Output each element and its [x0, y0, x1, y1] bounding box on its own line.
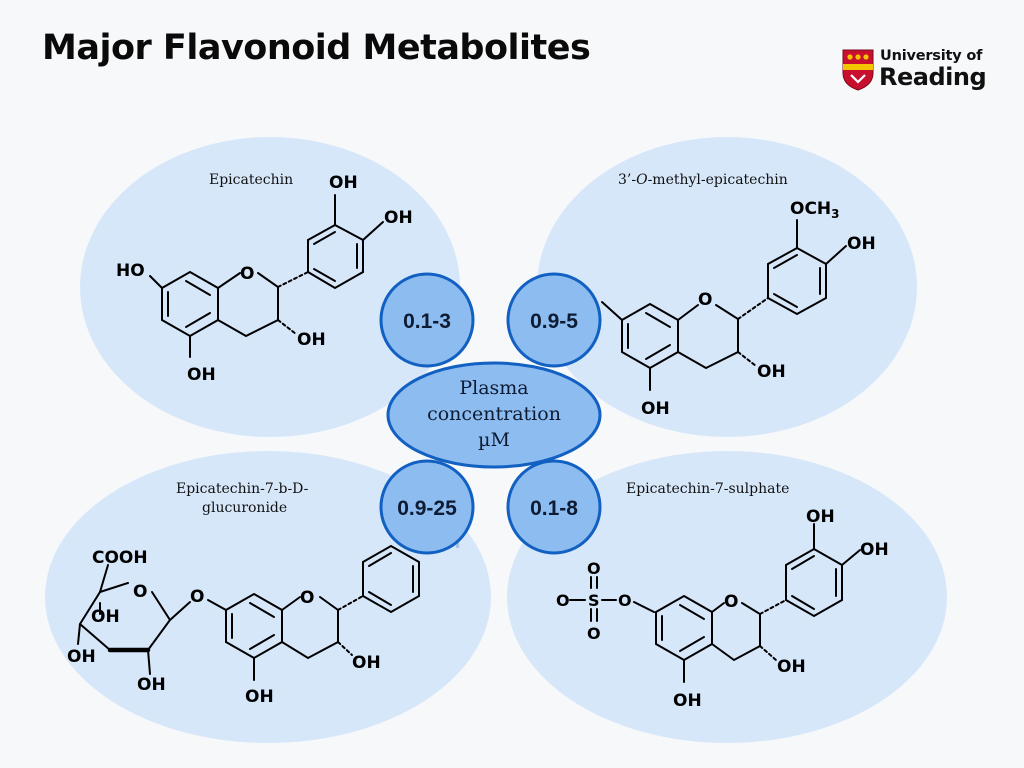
logo-text-line1: University of [880, 48, 983, 64]
blob-glucuronide [45, 451, 491, 743]
atom-o-link: O [190, 587, 204, 607]
molecule-epicatechin: Epicatechin O HO OH OH OH OH [116, 172, 413, 385]
atom-o-ring: O [724, 592, 738, 612]
university-shield-icon [842, 49, 874, 91]
atom-oh: OH [673, 691, 702, 711]
logo-text-line2: Reading [879, 63, 987, 91]
university-logo: University of Reading [842, 48, 987, 94]
atom-oh: OH [245, 687, 274, 707]
atom-cooh: COOH [92, 548, 148, 568]
atom-o-ring: O [300, 588, 314, 608]
range-value: 0.9-25 [397, 497, 457, 520]
atom-oh: OH [91, 607, 120, 627]
center-line3: µM [478, 429, 510, 451]
atom-o: O [618, 591, 632, 610]
atom-oh: OH [297, 330, 326, 350]
atom-oh: OH [137, 675, 166, 695]
atom-oh: OH [860, 540, 889, 560]
molecule-sulphate: Epicatechin-7-sulphate O S O O O O OH OH [556, 481, 889, 711]
range-circle-methyl-epicatechin: 0.9-5 [506, 272, 602, 368]
atom-och3: OCH3 [790, 199, 840, 221]
atom-oh: OH [329, 173, 358, 193]
blob-epicatechin [80, 137, 460, 437]
metabolite-name-epicatechin: Epicatechin [209, 172, 293, 188]
range-value: 0.1-8 [530, 497, 578, 520]
metabolite-name-glucuronide-line1: Epicatechin-7-b-D- [176, 481, 309, 497]
atom-o-ring: O [698, 290, 712, 310]
blob-methyl-epicatechin [537, 137, 917, 437]
metabolite-name-glucuronide-line2: glucuronide [202, 500, 287, 516]
metabolite-name-methyl-epicatechin: 3’-O-methyl-epicatechin [618, 172, 788, 188]
atom-oh: OH [384, 208, 413, 228]
atom-oh: OH [847, 234, 876, 254]
molecule-methyl-epicatechin: 3’-O-methyl-epicatechin O OH OH OCH3 OH [601, 172, 876, 419]
atom-oh: OH [757, 362, 786, 382]
atom-oh: OH [641, 399, 670, 419]
blob-sulphate [507, 451, 947, 743]
atom-oh: OH [67, 647, 96, 667]
center-line2: concentration [427, 403, 561, 425]
atom-s: S [588, 591, 600, 610]
page-title: Major Flavonoid Metabolites [42, 28, 591, 68]
range-circle-sulphate: 0.1-8 [506, 459, 602, 555]
atom-oh: OH [187, 365, 216, 385]
atom-o: O [587, 624, 601, 643]
range-circle-glucuronide: 0.9-25 [379, 459, 475, 555]
molecule-glucuronide: Epicatechin-7-b-D- glucuronide COOH O OH… [67, 481, 420, 707]
atom-oh: OH [777, 657, 806, 677]
metabolite-name-sulphate: Epicatechin-7-sulphate [626, 481, 789, 497]
atom-o: O [556, 591, 570, 610]
center-line1: Plasma [459, 377, 528, 399]
range-circle-epicatechin: 0.1-3 [379, 272, 475, 368]
atom-o-ring: O [240, 264, 254, 284]
plasma-concentration-label: Plasma concentration µM [386, 361, 602, 469]
atom-oh: OH [352, 653, 381, 673]
range-value: 0.9-5 [530, 310, 578, 333]
atom-o-ring: O [133, 582, 147, 602]
atom-oh: OH [806, 507, 835, 527]
atom-ho: HO [116, 261, 145, 281]
range-value: 0.1-3 [403, 310, 451, 333]
atom-o: O [587, 559, 601, 578]
